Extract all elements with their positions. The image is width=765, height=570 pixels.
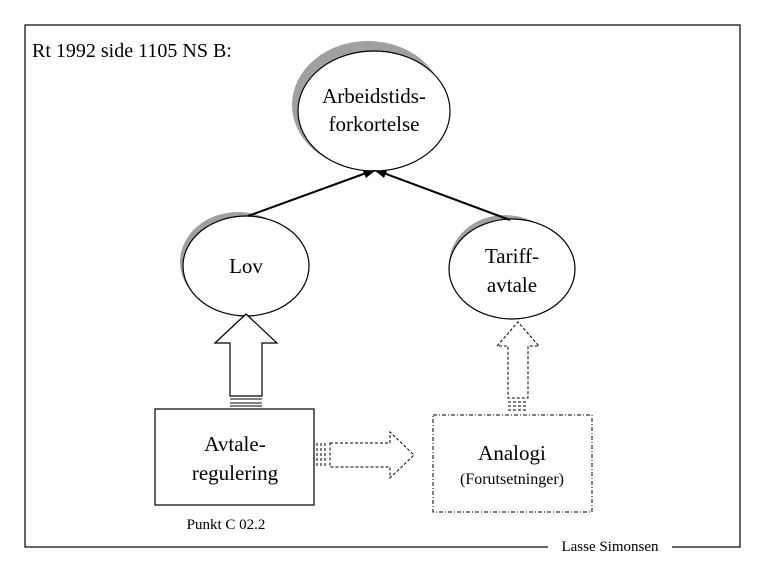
diagram-title: Rt 1992 side 1105 NS B: bbox=[32, 40, 232, 62]
block-arrow-body bbox=[495, 321, 541, 399]
arrowhead-left bbox=[363, 170, 376, 178]
node-tariffavtale: Tariff- avtale bbox=[448, 215, 576, 320]
node-label: Lov bbox=[229, 254, 263, 278]
block-arrow-avtale-to-lov bbox=[213, 313, 279, 407]
node-label-line2: forkortelse bbox=[329, 112, 420, 136]
node-arbeidstidsforkortelse: Arbeidstids- forkortelse bbox=[292, 41, 451, 172]
footer-author: Lasse Simonsen bbox=[561, 539, 659, 555]
diagram-frame bbox=[24, 24, 741, 548]
node-label-line1: Avtale- bbox=[204, 432, 265, 456]
node-box bbox=[154, 408, 315, 506]
edge-lov-to-top bbox=[247, 171, 370, 217]
node-label-line1: Arbeidstids- bbox=[322, 84, 426, 108]
footer-gap bbox=[548, 540, 672, 554]
node-label-line2: avtale bbox=[487, 273, 537, 297]
node-analogi: Analogi (Forutsetninger) bbox=[432, 414, 593, 513]
node-ellipse bbox=[448, 218, 576, 320]
node-label-line2: regulering bbox=[192, 461, 279, 485]
block-arrow-analogi-to-tariff bbox=[495, 321, 541, 411]
node-avtaleregulering: Avtale- regulering Punkt C 02.2 bbox=[154, 408, 315, 533]
node-box bbox=[432, 414, 593, 513]
node-label-line1: Tariff- bbox=[485, 244, 539, 268]
edge-tariff-to-top bbox=[380, 171, 511, 221]
block-arrow-avtale-to-analogi bbox=[316, 430, 415, 480]
block-arrow-body bbox=[213, 313, 279, 397]
node-caption: Punkt C 02.2 bbox=[187, 517, 266, 533]
node-label-line2: (Forutsetninger) bbox=[460, 471, 564, 488]
block-arrow-body bbox=[329, 430, 415, 480]
arrowhead-right bbox=[374, 170, 387, 178]
node-label-line1: Analogi bbox=[478, 441, 546, 465]
node-ellipse bbox=[297, 50, 451, 172]
node-lov: Lov bbox=[180, 212, 310, 317]
